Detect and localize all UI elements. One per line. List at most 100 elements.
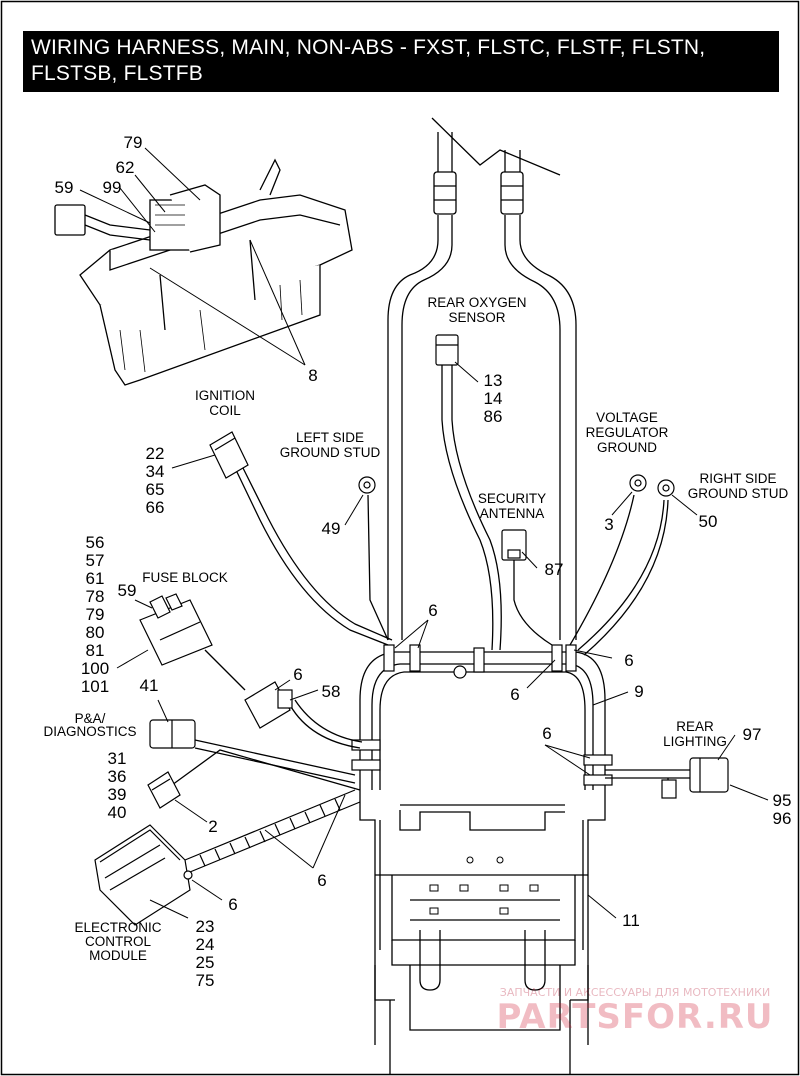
branch-wires [171,365,690,795]
vr-ground-terminal [629,474,647,492]
callout-62: 62 [116,158,135,177]
label-right-ground-stud-2: GROUND STUD [688,486,789,501]
label-rear-oxygen-sensor-2: SENSOR [448,310,505,325]
callout-99: 99 [103,178,122,197]
label-left-ground-stud-1: LEFT SIDE [296,430,364,445]
callout-34: 34 [146,462,165,481]
electronic-control-module [94,824,193,926]
security-antenna-unit [501,529,527,561]
callout-100: 100 [81,659,109,678]
frame-structure [359,790,606,1075]
callout-80: 80 [86,623,105,642]
label-ecm-1: ELECTRONIC [74,920,161,935]
callout-66: 66 [146,498,165,517]
callout-78: 78 [86,587,105,606]
callout-11: 11 [622,911,640,930]
ecm-conduit [184,789,361,873]
label-pa-diagnostics-1: P&A/ [75,711,106,726]
trunk-connector-left [433,171,457,215]
callout-13: 13 [484,371,503,390]
label-ecm-2: CONTROL [85,934,151,949]
callout-39: 39 [108,785,127,804]
trunk-connector-right [500,171,524,215]
label-rear-lighting-1: REAR [676,719,714,734]
rear-oxygen-sensor-connector [435,334,459,366]
label-security-antenna-2: ANTENNA [480,506,545,521]
callout-81: 81 [86,641,105,660]
callout-79-fuse: 79 [86,605,105,624]
label-vr-ground-3: GROUND [597,440,657,455]
callout-56: 56 [86,533,105,552]
callout-96: 96 [773,809,792,828]
label-fuse-block: FUSE BLOCK [142,570,228,585]
callout-14: 14 [484,389,503,408]
callout-40: 40 [108,803,127,822]
callout-86: 86 [484,407,503,426]
right-ground-terminal [657,479,675,497]
electrical-bracket [54,158,353,386]
label-rear-lighting-2: LIGHTING [663,734,727,749]
callout-57: 57 [86,551,105,570]
bracket-details [119,204,303,373]
fuse-block-unit [139,593,213,666]
callout-49: 49 [322,519,341,538]
callout-6-a: 6 [428,601,437,620]
callout-6-f: 6 [317,871,326,890]
callout-41: 41 [140,676,159,695]
label-security-antenna-1: SECURITY [478,491,546,506]
main-harness-trunk [387,117,577,640]
callout-87: 87 [545,560,564,579]
callout-61: 61 [86,569,105,588]
label-ignition-coil-1: IGNITION [195,388,255,403]
callout-2: 2 [208,817,217,836]
leader-lines [79,147,769,919]
left-ground-terminal [358,476,376,494]
callout-6-c: 6 [510,685,519,704]
callout-75: 75 [196,971,215,990]
callout-101: 101 [81,677,109,696]
label-pa-diagnostics-2: DIAGNOSTICS [43,724,136,739]
callout-8: 8 [308,366,317,385]
harness-loop [359,651,606,790]
callout-23: 23 [196,917,215,936]
callout-3: 3 [604,515,613,534]
frame-holes [429,856,539,915]
callout-59-top: 59 [55,178,74,197]
callout-6-d: 6 [293,665,302,684]
callout-9: 9 [634,682,643,701]
text-labels: REAR OXYGEN SENSOR IGNITION COIL LEFT SI… [43,295,788,963]
connector-58 [244,681,293,729]
callout-97: 97 [743,725,762,744]
callout-numbers: 79 62 59 99 8 13 14 86 22 34 65 66 49 3 … [55,133,792,990]
ignition-coil-connector [209,431,249,479]
callout-6-g: 6 [228,895,237,914]
callout-95: 95 [773,791,792,810]
callout-24: 24 [196,935,215,954]
callout-22: 22 [146,444,165,463]
harness-clips [351,644,613,786]
label-ignition-coil-2: COIL [209,403,241,418]
callout-6-b: 6 [624,651,633,670]
callout-65: 65 [146,480,165,499]
watermark-small-text: ЗАПЧАСТИ И АКСЕССУАРЫ ДЛЯ МОТОТЕХНИКИ [500,986,770,999]
callout-79-top: 79 [124,133,143,152]
callout-58: 58 [322,682,341,701]
watermark: ЗАПЧАСТИ И АКСЕССУАРЫ ДЛЯ МОТОТЕХНИКИ PA… [496,986,773,1037]
label-ecm-3: MODULE [89,948,147,963]
diagnostics-cap [147,771,181,809]
callout-59-fuse: 59 [118,581,137,600]
title-bar: WIRING HARNESS, MAIN, NON-ABS - FXST, FL… [23,31,779,92]
label-rear-oxygen-sensor-1: REAR OXYGEN [427,295,526,310]
diagram-title: WIRING HARNESS, MAIN, NON-ABS - FXST, FL… [31,36,706,85]
rear-lighting-connector [661,757,729,799]
watermark-big-text: PARTSFOR.RU [496,997,773,1037]
callout-50: 50 [699,512,718,531]
label-vr-ground-2: REGULATOR [586,425,669,440]
label-left-ground-stud-2: GROUND STUD [280,445,381,460]
pa-diagnostics-connector [149,719,196,749]
callout-6-e: 6 [542,724,551,743]
callout-25: 25 [196,953,215,972]
callout-36: 36 [108,767,127,786]
